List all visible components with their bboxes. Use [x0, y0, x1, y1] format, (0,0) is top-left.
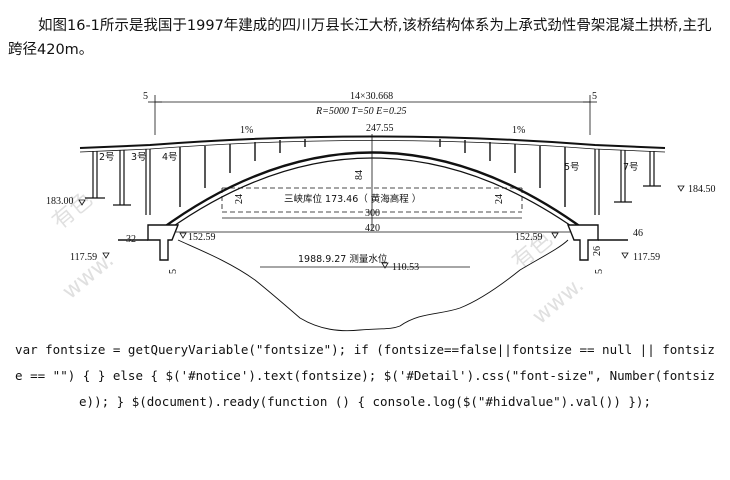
dim-32-label: 32	[126, 234, 136, 245]
top-dimension	[148, 95, 597, 135]
dim-24-left: 24	[234, 194, 245, 204]
rise-label: 84	[354, 170, 365, 180]
span-note-label: 14×30.668	[350, 91, 393, 102]
dim-26-label: 26	[592, 246, 603, 256]
pier-5-label: 5号	[564, 162, 580, 173]
pier-3-label: 3号	[131, 152, 147, 163]
abutment-right	[566, 224, 628, 261]
elevation-183-label: 183.00	[46, 196, 74, 207]
script-text: var fontsize = getQueryVariable("fontsiz…	[15, 342, 715, 409]
dim-5-bottom-right: 5	[594, 269, 605, 274]
intro-paragraph: 如图16-1所示是我国于1997年建成的四川万县长江大桥,该桥结构体系为上承式劲…	[8, 18, 712, 58]
measured-water-label: 1988.9.27 测量水位	[298, 253, 388, 265]
abutment-left	[118, 224, 180, 261]
crown-elevation-label: 247.55	[366, 123, 394, 134]
dim-24-right: 24	[494, 194, 505, 204]
dim-5-bottom-left: 5	[168, 269, 179, 274]
water-level-box	[221, 187, 523, 213]
bridge-elevation-drawing: 有色 www. 有色 www. 14×30.668 R=5000 T=50 E=…	[46, 91, 716, 332]
spandrel-columns	[179, 139, 566, 207]
ground-profile	[177, 239, 569, 332]
pier-4-label: 4号	[162, 152, 178, 163]
approach-piers-left	[85, 149, 151, 215]
dim-46-label: 46	[633, 228, 643, 239]
span-300-label: 300	[365, 208, 380, 219]
elevation-152-left-label: 152.59	[188, 232, 216, 243]
span-420-label: 420	[365, 223, 380, 234]
measured-elevation-label: 110.53	[392, 262, 419, 273]
elevation-184-label: 184.50	[688, 184, 716, 195]
elevation-117-right-label: 117.59	[633, 252, 660, 263]
pier-7-label: 7号	[623, 162, 639, 173]
elevation-117-left-label: 117.59	[70, 252, 97, 263]
watermark-text: 有色	[48, 187, 98, 234]
watermark-text: www.	[528, 273, 589, 330]
slope-left-label: 1%	[240, 125, 253, 136]
dim-five-right: 5	[592, 91, 597, 102]
span-dimensions	[176, 217, 570, 233]
water-level-label: 三峡库位 173.46（ 黄海高程 ）	[284, 193, 421, 205]
curve-params-label: R=5000 T=50 E=0.25	[315, 106, 407, 117]
pier-2-label: 2号	[99, 152, 115, 163]
elevation-markers	[78, 185, 685, 269]
elevation-152-right-label: 152.59	[515, 232, 543, 243]
approach-piers-right	[594, 149, 661, 215]
bridge-deck	[79, 135, 666, 153]
slope-right-label: 1%	[512, 125, 525, 136]
dim-five-left: 5	[143, 91, 148, 102]
